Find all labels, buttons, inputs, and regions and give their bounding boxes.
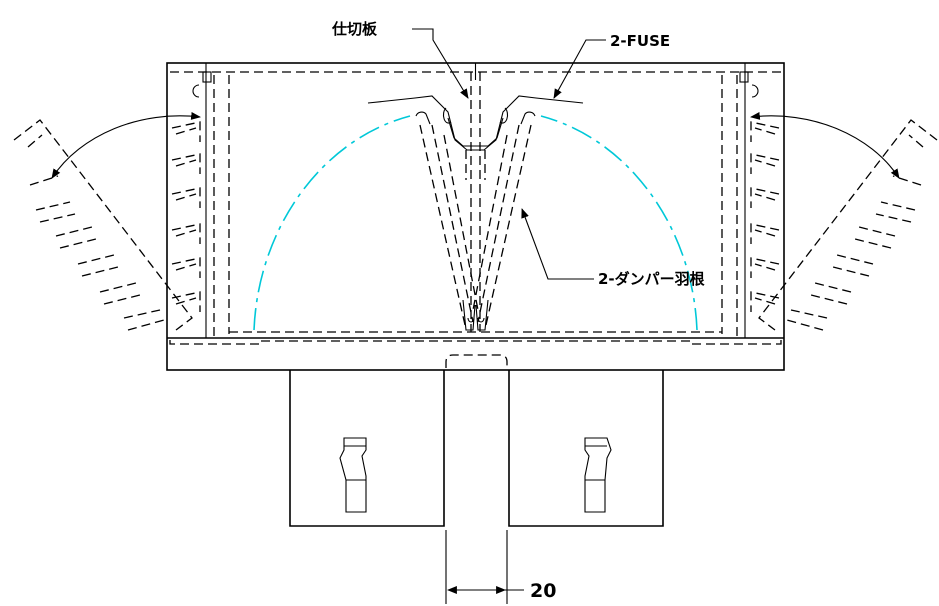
mounting-brackets	[289, 354, 664, 527]
partition-plate-label: 仕切板	[331, 20, 378, 38]
blade-swing-arcs	[253, 115, 698, 331]
left-louver-bank	[13, 112, 201, 331]
annotations: 仕切板 2-FUSE 2-ダンパー羽根	[331, 20, 705, 288]
fuse-label: 2-FUSE	[610, 32, 670, 50]
right-louver-bank	[750, 112, 938, 331]
dimension-gap: 20	[445, 530, 556, 604]
fuse-links	[367, 95, 584, 180]
casing-frame	[166, 62, 785, 371]
damper-blades	[419, 124, 532, 331]
partition-plate	[470, 63, 481, 332]
damper-blades-label: 2-ダンパー羽根	[598, 270, 705, 288]
dimension-gap-label: 20	[530, 580, 556, 602]
